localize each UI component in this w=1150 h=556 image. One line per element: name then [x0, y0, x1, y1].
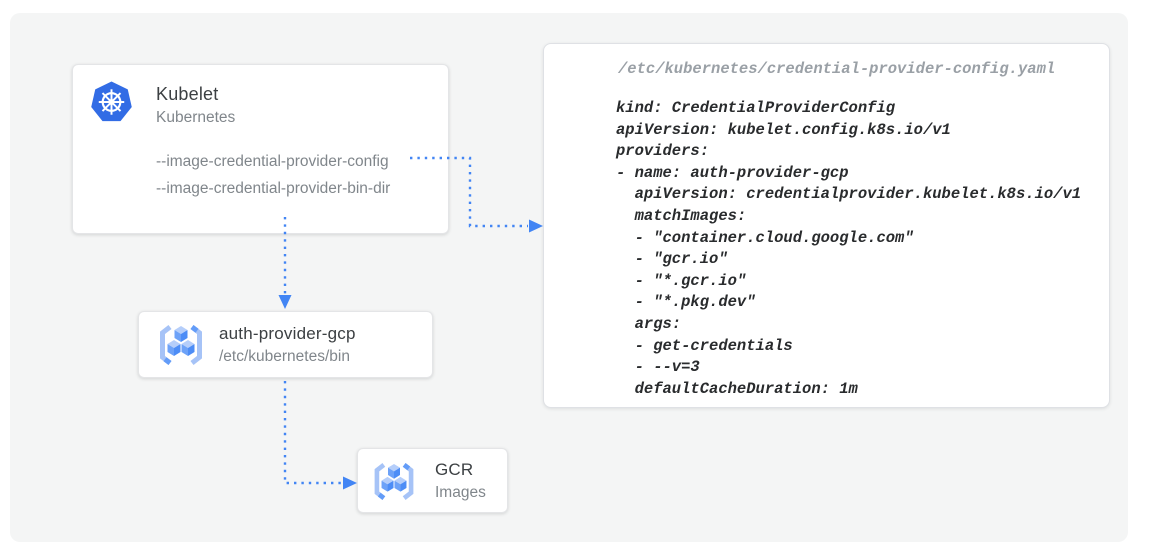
kubelet-flags: --image-credential-provider-config --ima…	[156, 148, 390, 202]
yaml-code-block: kind: CredentialProviderConfig apiVersio…	[616, 99, 1082, 398]
auth-provider-subtitle: /etc/kubernetes/bin	[219, 348, 350, 365]
container-registry-icon	[370, 460, 418, 503]
kubelet-subtitle: Kubernetes	[156, 109, 236, 126]
credential-provider-config-panel: /etc/kubernetes/credential-provider-conf…	[543, 43, 1110, 408]
kubernetes-icon	[88, 79, 135, 126]
flag-image-credential-provider-config: --image-credential-provider-config	[156, 153, 389, 170]
auth-provider-gcp-node: auth-provider-gcp /etc/kubernetes/bin	[138, 311, 433, 378]
flag-image-credential-provider-bin-dir: --image-credential-provider-bin-dir	[156, 180, 391, 197]
kubelet-node: Kubelet Kubernetes --image-credential-pr…	[72, 64, 449, 234]
kubelet-title: Kubelet	[156, 84, 219, 104]
gcr-subtitle: Images	[435, 484, 486, 501]
gcr-node: GCR Images	[357, 448, 508, 513]
gcr-title: GCR	[435, 460, 474, 479]
auth-provider-title: auth-provider-gcp	[219, 324, 356, 343]
config-file-path: /etc/kubernetes/credential-provider-conf…	[618, 60, 1056, 78]
container-registry-icon	[155, 322, 207, 368]
